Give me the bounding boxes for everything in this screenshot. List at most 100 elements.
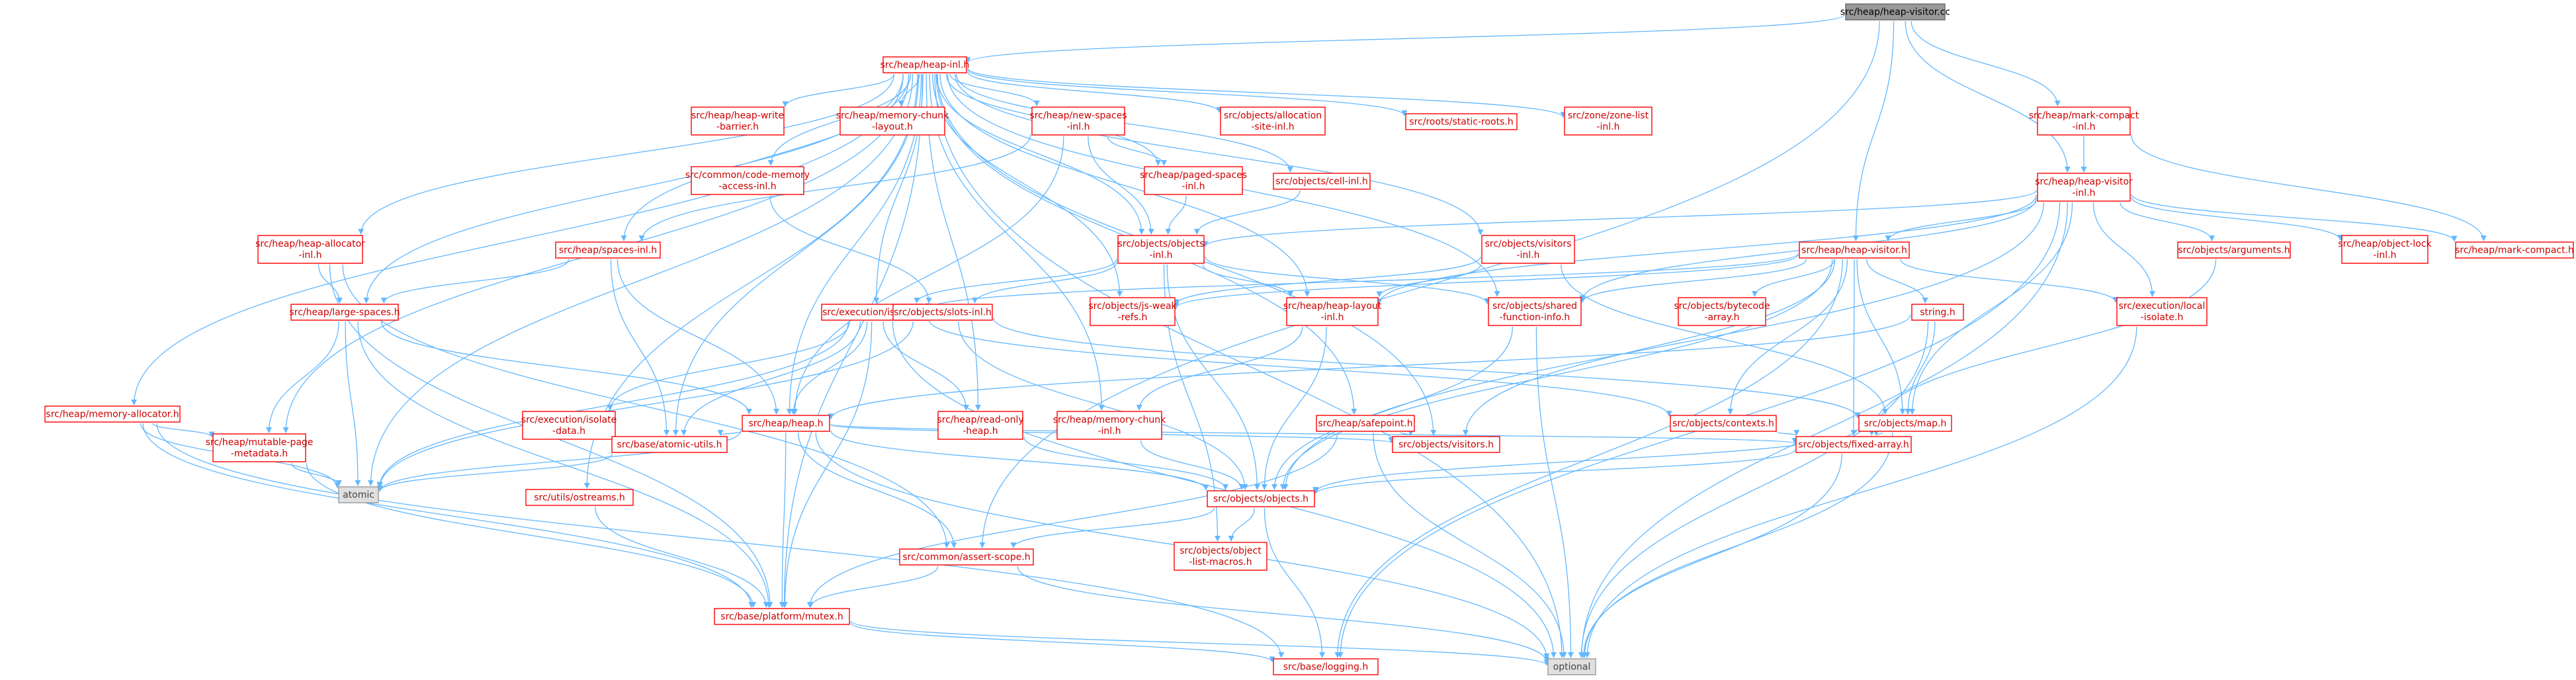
edge-heap_visitor_h-to-objects_h [1279,259,1833,490]
node-zone-list-inl[interactable]: src/zone/zone-list-inl.h [1564,106,1653,136]
edge-new_spaces_inl-to-objects_inl [1088,136,1154,235]
node-objects-arguments[interactable]: src/objects/arguments.h [2177,241,2291,259]
edge-objects_inl-to-shared_function_info [1205,256,1490,304]
node-code-memory-access[interactable]: src/common/code-memory-access-inl.h [685,166,810,195]
node-read-only-heap[interactable]: src/heap/read-only-heap.h [937,411,1024,440]
node-root[interactable]: src/heap/heap-visitor.cc [1840,3,1950,21]
node-heap-layout-inl[interactable]: src/heap/heap-layout-inl.h [1283,297,1382,326]
node-box [1056,411,1162,440]
node-box [1144,166,1243,195]
node-js-weak-refs[interactable]: src/objects/js-weak-refs.h [1088,297,1178,326]
node-label-line: src/heap/heap-inl.h [880,60,970,71]
node-visitors-inl[interactable]: src/objects/visitors-inl.h [1481,235,1575,264]
node-heap-visitor-inl[interactable]: src/heap/heap-visitor-inl.h [2035,173,2133,202]
node-spaces-inl[interactable]: src/heap/spaces-inl.h [555,241,661,259]
node-bytecode-array[interactable]: src/objects/bytecode-array.h [1674,297,1770,326]
edge-mutable_page_metadata-to-atomic [290,462,342,486]
edge-objects_arguments-to-fixed_array [1868,259,2217,436]
edge-safepoint-to-optional [1373,432,1567,658]
edge-heap_visitor_inl-to-mark_compact_h [2131,194,2458,242]
node-contexts[interactable]: src/objects/contexts.h [1670,415,1777,432]
edge-heap_inl-to-memory_chunk_inl [929,73,1105,411]
node-assert-scope[interactable]: src/common/assert-scope.h [899,548,1034,566]
edge-root-to-assert_scope [979,21,1880,548]
node-mutable-page-metadata[interactable]: src/heap/mutable-page-metadata.h [206,433,314,462]
node-local-isolate[interactable]: src/execution/local-isolate.h [2116,297,2208,326]
edge-heap_visitor_inl-to-heap_visitor_h [1885,200,2037,241]
node-optional[interactable]: optional [1547,658,1596,675]
node-label-line: -barrier.h [716,122,759,132]
node-platform-mutex[interactable]: src/base/platform/mutex.h [714,608,850,625]
edge-heap_h-to-atomic_utils [717,429,742,436]
node-ostreams[interactable]: src/utils/ostreams.h [525,489,634,506]
node-heap-inl[interactable]: src/heap/heap-inl.h [880,56,970,73]
edge-heap_inl-to-atomic_utils [672,73,920,436]
edge-ostreams-to-platform_mutex [595,506,769,608]
edge-heap_visitor_h-to-string_h [1866,259,1928,304]
node-large-spaces[interactable]: src/heap/large-spaces.h [289,304,400,321]
edge-safepoint-to-objects_visitors [1400,429,1414,436]
node-box [1207,490,1315,507]
edge-heap_inl-to-atomic [367,73,914,486]
node-base-logging[interactable]: src/base/logging.h [1273,658,1379,675]
edge-heap_inl-to-memory_allocator [131,73,904,405]
node-fixed-array[interactable]: src/objects/fixed-array.h [1795,436,1912,453]
node-box [1911,304,1964,321]
node-box [882,56,967,73]
node-objects-visitors[interactable]: src/objects/visitors.h [1392,436,1500,453]
node-heap-write-barrier[interactable]: src/heap/heap-write-barrier.h [691,106,785,136]
edge-heap_visitor_h-to-base_logging [1334,259,1843,658]
node-memory-allocator[interactable]: src/heap/memory-allocator.h [44,405,181,423]
node-atomic-utils[interactable]: src/base/atomic-utils.h [611,436,728,453]
node-memory-chunk-layout[interactable]: src/heap/memory-chunk-layout.h [836,106,949,136]
node-label-line: src/heap/memory-chunk [836,110,949,121]
node-label-line: src/objects/objects.h [1213,494,1309,505]
node-heap-visitor-h[interactable]: src/heap/heap-visitor.h [1799,241,1910,259]
node-objects-inl[interactable]: src/objects/objects-inl.h [1117,235,1205,264]
node-label-line: -inl.h [1097,426,1121,437]
node-string-h[interactable]: string.h [1911,304,1964,321]
edge-assert_scope-to-optional [1017,566,1550,663]
node-heap-allocator-inl[interactable]: src/heap/heap-allocator-inl.h [255,235,365,264]
node-shared-function-info[interactable]: src/objects/shared-function-info.h [1488,297,1582,326]
node-heap-h[interactable]: src/heap/heap.h [742,415,830,432]
node-label-line: src/heap/large-spaces.h [289,308,400,318]
node-box [2116,297,2208,326]
node-object-list-macros[interactable]: src/objects/object-list-macros.h [1174,542,1267,571]
node-atomic[interactable]: atomic [338,486,379,503]
node-label-line: src/heap/heap-layout [1283,301,1382,312]
edge-shared_function_info-to-optional [1535,326,1574,658]
node-label-line: -heap.h [963,426,998,437]
node-box [1031,106,1125,136]
node-label-line: src/heap/mark-compact [2029,110,2139,121]
node-static-roots[interactable]: src/roots/static-roots.h [1405,113,1518,130]
node-slots-inl[interactable]: src/objects/slots-inl.h [892,304,993,321]
node-alloc-site-inl[interactable]: src/objects/allocation-site-inl.h [1220,106,1326,136]
edge-fixed_array-to-objects_h [1312,449,1795,495]
edge-code_memory_access-to-slots_inl [769,195,932,304]
node-safepoint[interactable]: src/heap/safepoint.h [1316,415,1415,432]
node-label-line: src/roots/static-roots.h [1409,117,1513,128]
edge-large_spaces-to-atomic [345,321,361,486]
node-mark-compact-h[interactable]: src/heap/mark-compact.h [2455,241,2574,259]
node-box [714,608,850,625]
node-paged-spaces-inl[interactable]: src/heap/paged-spaces-inl.h [1140,166,1247,195]
node-objects-h[interactable]: src/objects/objects.h [1207,490,1315,507]
node-label-line: atomic [343,490,374,501]
edge-local_isolate-to-optional [1584,326,2137,658]
node-memory-chunk-inl[interactable]: src/heap/memory-chunk-inl.h [1053,411,1166,440]
node-isolate-data[interactable]: src/execution/isolate-data.h [521,411,617,440]
edge-heap_inl-to-heap_h [786,73,922,415]
edge-execution_isolate-to-isolate_data [607,321,850,411]
node-mark-compact-inl[interactable]: src/heap/mark-compact-inl.h [2029,106,2139,136]
node-objects-map[interactable]: src/objects/map.h [1858,415,1952,432]
node-new-spaces-inl[interactable]: src/heap/new-spaces-inl.h [1029,106,1127,136]
node-object-lock-inl[interactable]: src/heap/object-lock-inl.h [2338,235,2432,264]
edge-heap_inl-to-heap_write_barrier [782,73,895,108]
node-box [555,241,661,259]
node-box [2177,241,2291,259]
edge-heap_h-to-objects_h [830,430,1209,491]
node-cell-inl[interactable]: src/objects/cell-inl.h [1273,173,1371,190]
edge-assert_scope-to-platform_mutex [807,566,939,608]
